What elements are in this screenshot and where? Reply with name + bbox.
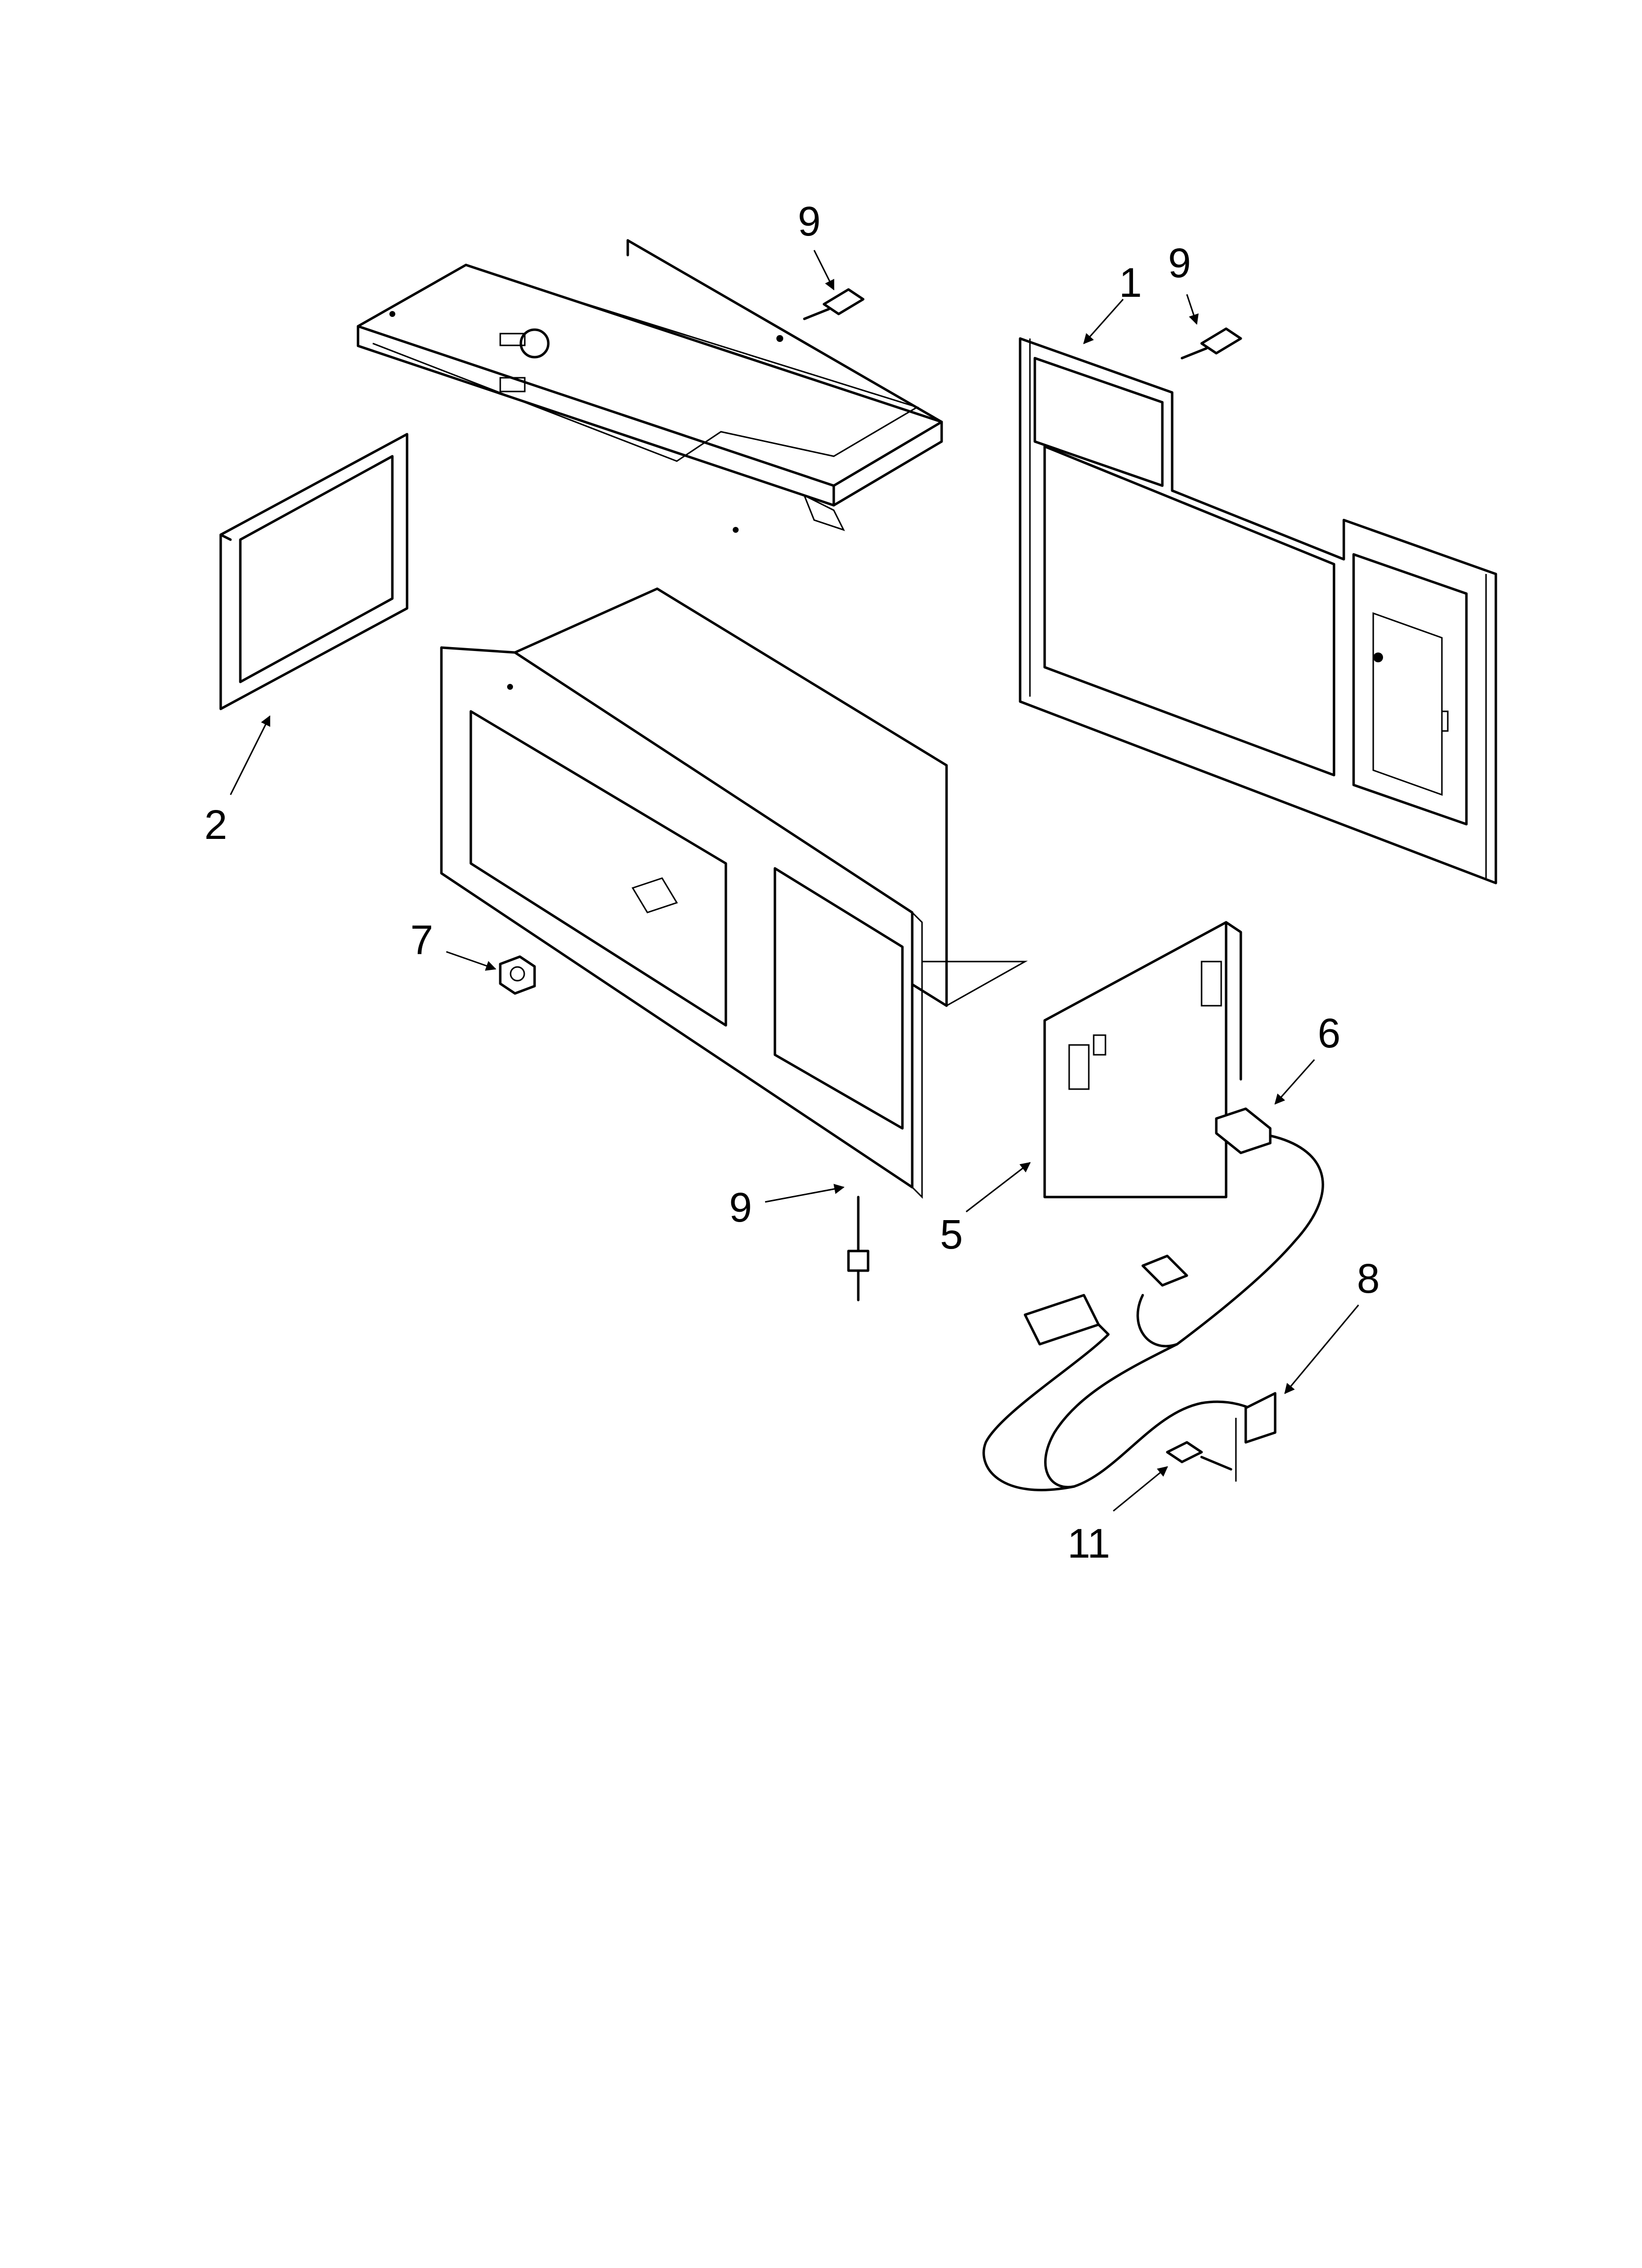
top-cover-panel bbox=[357, 239, 943, 533]
callout-filter-frame: 2 bbox=[205, 802, 228, 848]
screw-bracket bbox=[1166, 1441, 1232, 1471]
callout-nut: 7 bbox=[410, 917, 434, 963]
screw-top bbox=[803, 288, 865, 320]
callout-leaders bbox=[230, 250, 1360, 1512]
main-cavity-housing bbox=[440, 587, 1028, 1199]
filter-frame bbox=[219, 433, 409, 710]
screw-back bbox=[1180, 327, 1242, 360]
power-cord-harness bbox=[982, 1107, 1324, 1491]
side-panel bbox=[1043, 921, 1242, 1199]
nut bbox=[499, 955, 536, 995]
callout-power-cord: 6 bbox=[1318, 1010, 1341, 1056]
callout-screw-bracket: 11 bbox=[1067, 1520, 1110, 1566]
callout-side-panel: 5 bbox=[940, 1211, 963, 1257]
callout-screw-top: 9 bbox=[798, 198, 821, 244]
screw-bottom bbox=[847, 1196, 870, 1302]
callout-back-panel: 1 bbox=[1119, 260, 1142, 306]
back-panel bbox=[1019, 337, 1497, 885]
callout-screw-bottom: 9 bbox=[729, 1184, 752, 1230]
callout-screw-back: 9 bbox=[1168, 240, 1191, 286]
callout-bracket: 8 bbox=[1357, 1255, 1380, 1302]
